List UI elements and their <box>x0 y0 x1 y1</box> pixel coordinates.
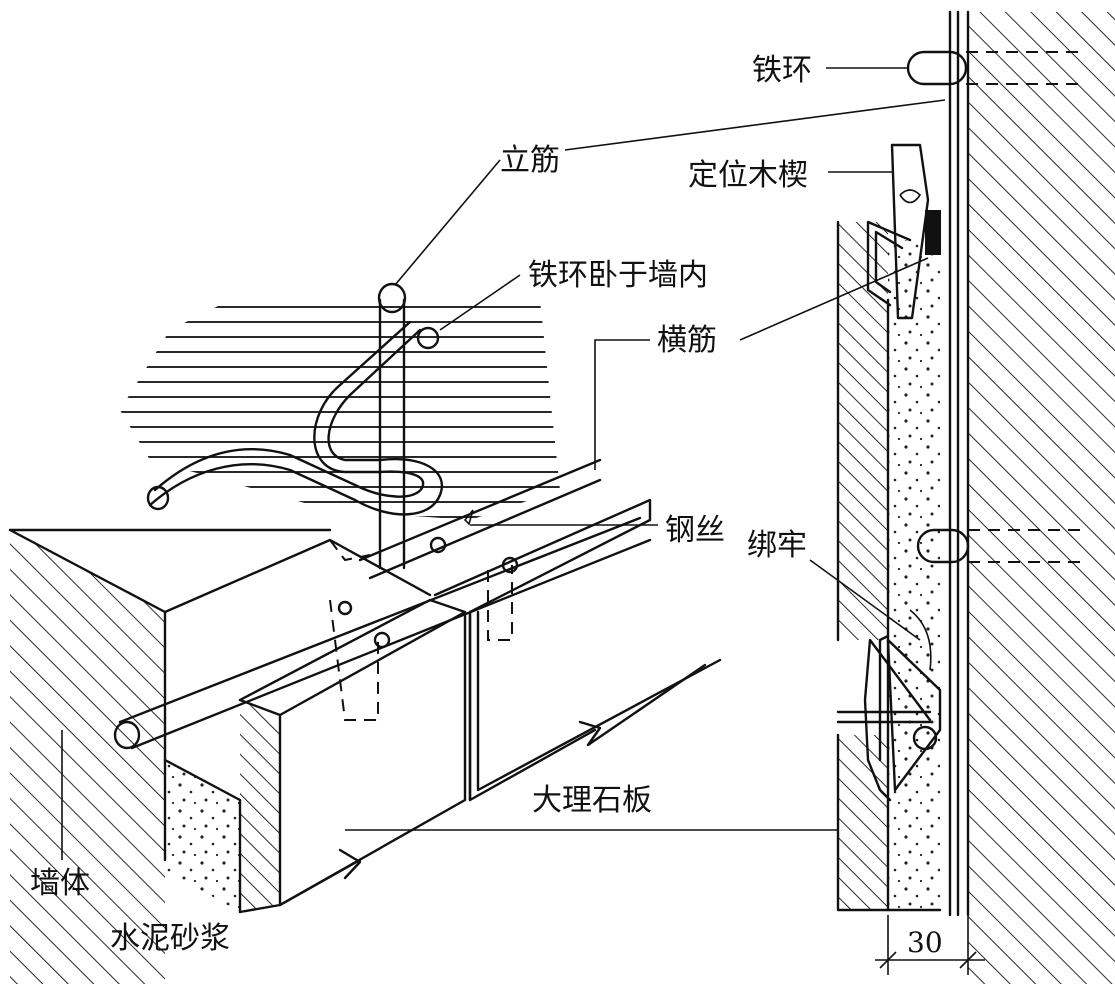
wall-top-surface <box>10 300 560 620</box>
horizontal-bar <box>113 458 652 750</box>
label-iron-ring-in-wall: 铁环卧于墙内 <box>528 258 708 293</box>
label-steel-wire: 钢丝 <box>665 513 725 548</box>
section-lower-hook <box>863 609 942 802</box>
label-tie-tight: 绑牢 <box>747 528 807 563</box>
marble-slab-right <box>278 498 722 907</box>
label-horizontal-bar: 横筋 <box>657 323 717 358</box>
cement-mortar-fill <box>163 758 242 914</box>
leader-lines-left <box>345 159 658 831</box>
section-view: 30 铁环 定位木楔 <box>525 10 1115 984</box>
steel-wire-ties <box>329 509 519 721</box>
dimension-30: 30 <box>875 915 985 975</box>
iron-ring-loop <box>146 320 443 516</box>
label-positioning-wedge: 定位木楔 <box>688 158 808 193</box>
section-mortar <box>886 240 940 912</box>
isometric-view: 立筋 铁环卧于墙内 横筋 钢丝 绑牢 大理石板 墙体 水泥砂浆 <box>8 143 807 984</box>
section-wall <box>966 10 1115 984</box>
label-marble-slab: 大理石板 <box>532 783 652 818</box>
label-cement-mortar: 水泥砂浆 <box>110 921 230 956</box>
leader-lines-right <box>525 67 946 831</box>
label-wall: 墙体 <box>30 866 90 901</box>
dimension-label: 30 <box>907 926 943 959</box>
section-upper-hook <box>866 143 941 320</box>
label-iron-ring: 铁环 <box>752 53 812 88</box>
marble-slab-edge <box>238 598 467 914</box>
label-vertical-bar: 立筋 <box>500 143 560 178</box>
